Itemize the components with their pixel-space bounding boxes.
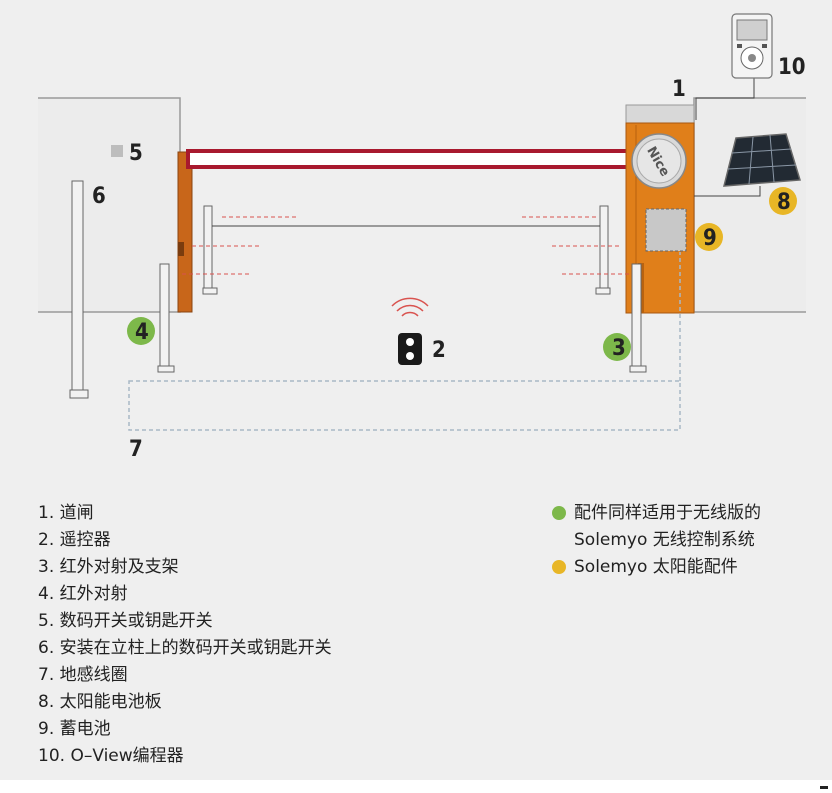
callout-3: 3 — [612, 336, 626, 361]
legend-item: 6. 安装在立柱上的数码开关或钥匙开关 — [38, 638, 332, 658]
legend-item: 9. 蓄电池 — [38, 719, 111, 739]
legend-item: 5. 数码开关或钥匙开关 — [38, 611, 213, 631]
callout-6: 6 — [92, 184, 106, 209]
green-dot-icon — [552, 506, 566, 520]
callout-5: 5 — [129, 141, 143, 166]
solar-panel — [723, 133, 801, 187]
battery-box — [645, 208, 687, 252]
induction-loop — [128, 380, 681, 431]
note-green-line2: Solemyo 无线控制系统 — [574, 530, 755, 550]
legend-item: 3. 红外对射及支架 — [38, 557, 179, 577]
solar-panel-grid — [727, 134, 797, 185]
photocell-post — [203, 205, 213, 291]
callout-4: 4 — [135, 320, 149, 345]
boom-rest-detail — [178, 242, 184, 256]
key-switch — [111, 145, 123, 157]
boom-arm-stripe — [190, 153, 632, 165]
legend-item: 1. 道闸 — [38, 503, 94, 523]
programmer-screen — [736, 19, 768, 41]
legend-item: 10. O–View编程器 — [38, 746, 184, 766]
boom-rest-post — [177, 151, 193, 313]
callout-8: 8 — [777, 190, 791, 215]
callout-10: 10 — [778, 55, 806, 80]
programmer-key — [737, 44, 742, 48]
callout-2: 2 — [432, 338, 446, 363]
page-corner-mark — [820, 786, 828, 789]
photocell-column-base — [629, 365, 647, 373]
photocell-post — [599, 205, 609, 291]
signal-waves-icon — [391, 297, 429, 317]
accessory-notes: 配件同样适用于无线版的 Solemyo 无线控制系统 Solemyo 太阳能配件 — [552, 500, 761, 581]
barrier-top-cap — [625, 104, 695, 126]
callout-9: 9 — [703, 226, 717, 251]
note-green-text: 配件同样适用于无线版的 Solemyo 无线控制系统 — [574, 500, 761, 554]
badge-green-3 — [603, 333, 631, 361]
photocell-column-base — [157, 365, 175, 373]
note-yellow-text: Solemyo 太阳能配件 — [574, 557, 738, 577]
keypad-column — [71, 180, 84, 394]
legend-item: 4. 红外对射 — [38, 584, 128, 604]
legend-item: 7. 地感线圈 — [38, 665, 128, 685]
photocell-column — [631, 263, 642, 369]
legend-item: 8. 太阳能电池板 — [38, 692, 162, 712]
badge-yellow-8 — [769, 187, 797, 215]
photocell-base — [202, 287, 218, 295]
programmer-center-key — [748, 54, 756, 62]
note-green: 配件同样适用于无线版的 Solemyo 无线控制系统 — [552, 500, 761, 554]
keypad-column-base — [69, 389, 89, 399]
note-green-line1: 配件同样适用于无线版的 — [574, 503, 761, 523]
motor-cover-inner — [636, 138, 682, 184]
badge-yellow-9 — [695, 223, 723, 251]
yellow-dot-icon — [552, 560, 566, 574]
infrared-beams — [182, 216, 632, 275]
left-wall — [38, 97, 181, 313]
leader-line-10 — [695, 78, 755, 120]
photocell-column — [159, 263, 170, 369]
callout-7: 7 — [129, 437, 143, 462]
remote-control — [398, 333, 422, 365]
badge-green-4 — [127, 317, 155, 345]
component-legend: 1. 道闸 2. 遥控器 3. 红外对射及支架 4. 红外对射 5. 数码开关或… — [38, 500, 332, 770]
installation-diagram: Nice — [38, 13, 806, 462]
note-yellow: Solemyo 太阳能配件 — [552, 554, 761, 581]
solar-cable — [694, 186, 761, 197]
programmer-key — [762, 44, 767, 48]
legend-item: 2. 遥控器 — [38, 530, 111, 550]
photocell-base — [595, 287, 611, 295]
callout-1: 1 — [672, 77, 686, 102]
